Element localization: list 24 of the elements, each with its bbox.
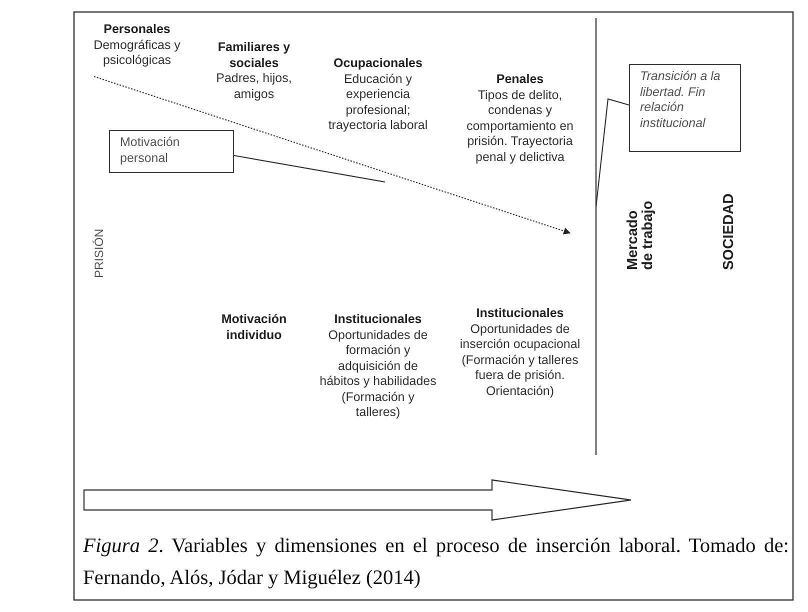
body-text: Oportunidades de formación y adquisición de hábitos y habilidades (Formación y talleres) [318,328,438,420]
callout-text: Transición a la libertad. Fin relación institucional [640,69,722,131]
body-text: Padres, hijos, amigos [215,71,293,102]
heading-text: Penales [495,72,545,88]
heading-text: Institucionales [333,312,423,328]
leader-line [234,154,386,183]
callout-box [109,130,234,173]
body-text: Tipos de delito, condenas y comportamiento en prisión. Trayectoria penal y delictiva [465,88,574,165]
heading-text: Ocupacionales [332,56,424,72]
body-text: Educación y experiencia profesional; trayectoria laboral [327,72,429,134]
heading-text: Familiares y sociales [216,40,292,71]
heading-text: Personales [102,22,172,38]
callout-text: Motivación personal [120,135,181,166]
region-label: SOCIEDAD [721,193,738,270]
heading-text: Motivación individuo [220,312,288,343]
heading-text: Institucionales [475,306,565,322]
region-label: Mercado de trabajo [626,200,656,270]
callout-box [629,64,741,152]
region-label: PRISIÓN [92,228,106,278]
figure-caption: Figura 2. Variables y dimensiones en el proceso de inserción laboral. Tomado de: Fernando, Alós, Jódar y Miguélez (2014) [83,534,789,591]
body-text: Oportunidades de inserción ocupacional (Formación y talleres fuera de prisión. Orientación) [458,322,582,399]
body-text: Demográficas y psicológicas [92,38,182,68]
leader-line [595,98,630,208]
arrow [94,76,571,234]
